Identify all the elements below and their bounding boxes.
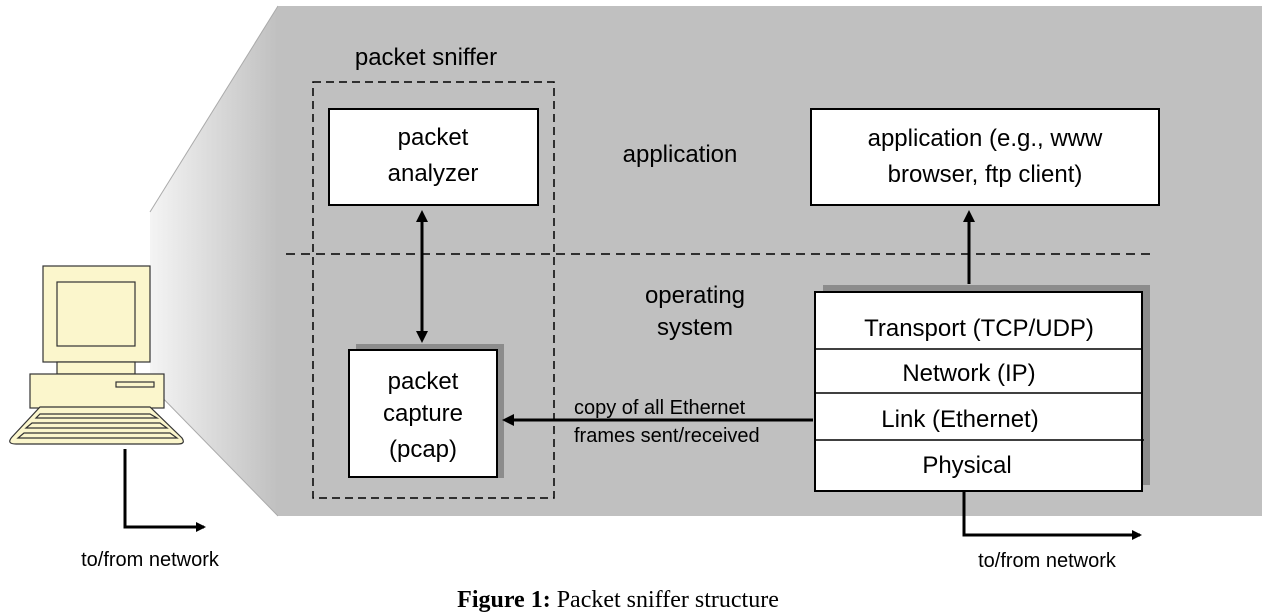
packet-analyzer-box (328, 108, 539, 206)
stack-layer-physical: Physical (922, 452, 1011, 479)
stack-layer-network: Network (IP) (902, 360, 1035, 387)
caption-text: Packet sniffer structure (551, 587, 779, 613)
application-layer-label: application (623, 141, 738, 168)
os-layer-label-line2: system (657, 314, 733, 341)
stack-layer-transport: Transport (TCP/UDP) (864, 315, 1094, 342)
os-layer-label-line1: operating (645, 282, 745, 309)
left-network-arrow (123, 449, 206, 532)
protocol-stack: Transport (TCP/UDP) Network (IP) Link (E… (814, 291, 1144, 492)
packet-analyzer-line1: packet (398, 124, 469, 151)
packet-capture-line3: (pcap) (389, 436, 457, 463)
packet-capture-line2: capture (383, 400, 463, 427)
figure-caption: Figure 1: Packet sniffer structure (457, 587, 779, 613)
packet-capture-box (348, 349, 498, 478)
packet-capture-line1: packet (388, 368, 459, 395)
copy-frames-label-line1: copy of all Ethernet (574, 397, 746, 419)
packet-sniffer-label: packet sniffer (355, 44, 497, 71)
caption-label: Figure 1: (457, 587, 551, 613)
left-network-label: to/from network (81, 549, 220, 571)
copy-frames-label-line2: frames sent/received (574, 425, 760, 447)
right-network-label: to/from network (978, 550, 1117, 572)
application-box-line1: application (e.g., www (868, 125, 1103, 152)
computer-icon (9, 265, 184, 445)
stack-layer-link: Link (Ethernet) (881, 406, 1038, 433)
packet-analyzer-line2: analyzer (388, 160, 479, 187)
packet-sniffer-boundary (312, 81, 555, 499)
right-network-arrow (962, 492, 1142, 540)
application-box-line2: browser, ftp client) (888, 161, 1083, 188)
zoom-wedge (150, 6, 278, 516)
application-box (810, 108, 1160, 206)
